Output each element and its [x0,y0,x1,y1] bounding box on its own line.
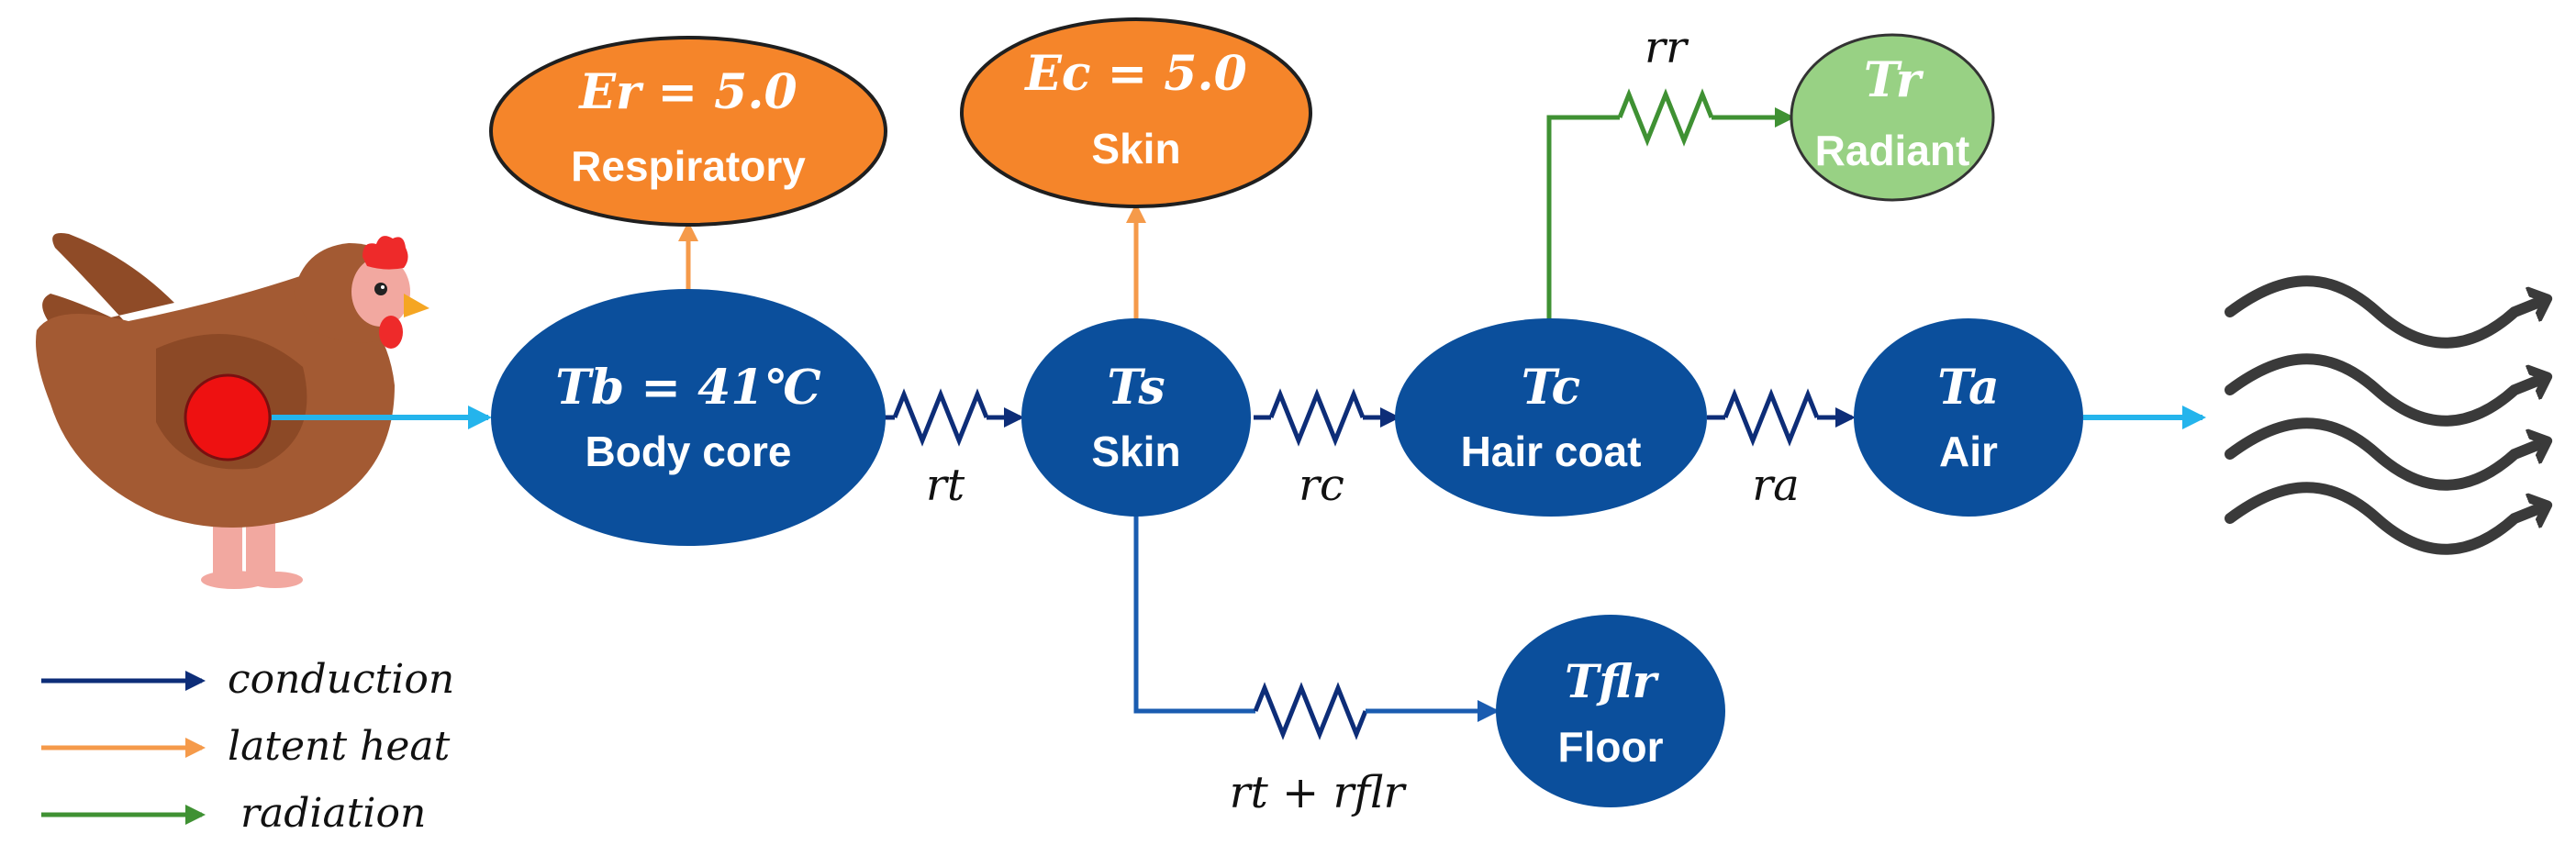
air-resistance-link [1707,388,1856,447]
respiratory-label: Respiratory [571,142,806,190]
radiant-node: Tr Radiant [1790,33,1995,202]
skin-label: Skin [1091,428,1180,475]
legend-item-latent-heat: latent heat [41,723,451,770]
body-core-node: Tb = 41℃ Body core [491,289,886,546]
legend-label-radiation: radiation [240,790,426,837]
resistor-icon [1723,388,1820,447]
hair-coat-label: Hair coat [1461,428,1642,475]
legend-item-conduction: conduction [41,656,454,703]
hair-coat-node: Tc Hair coat [1395,318,1707,517]
legend-label-conduction: conduction [228,656,454,703]
chicken-icon [36,233,429,589]
body-core-label: Body core [585,428,792,475]
legend-label-latent-heat: latent heat [228,723,451,770]
respiratory-title: Er = 5.0 [577,64,797,120]
wind-waves-icon [2225,275,2537,555]
body-core-title: Tb = 41℃ [555,360,821,416]
radiant-label: Radiant [1815,127,1970,174]
tissue-resistance-label: rt [926,460,965,511]
legend: conduction latent heat radiation [41,656,454,837]
floor-node: Tflr Floor [1496,615,1725,807]
red-dot-icon [184,373,272,461]
skin-node: Ts Skin [1021,318,1251,517]
skin-title: Ts [1107,360,1165,416]
floor-resistance-link [1133,514,1500,740]
evaporative-skin-label: Skin [1091,125,1180,172]
resistor-icon [1617,88,1714,147]
evaporative-skin-node: Ec = 5.0 Skin [960,17,1312,208]
floor-resistance-label: rt + rflr [1230,767,1408,818]
hair-coat-title: Tc [1522,360,1580,416]
resistor-icon [892,388,989,447]
floor-label: Floor [1558,723,1664,771]
respiratory-node: Er = 5.0 Respiratory [489,36,887,227]
resistor-icon [1268,388,1366,447]
legend-item-radiation: radiation [41,790,426,837]
air-node: Ta Air [1854,318,2083,517]
coat-resistance-label: rc [1299,460,1344,511]
radiation-resistance-label: rr [1645,22,1689,73]
air-title: Ta [1937,360,1999,416]
air-label: Air [1939,428,1998,475]
air-resistance-label: ra [1752,460,1800,511]
radiation-link [1546,88,1795,323]
radiant-title: Tr [1864,52,1924,108]
resistor-icon [1253,682,1368,740]
evaporative-skin-title: Ec = 5.0 [1023,46,1247,102]
coat-resistance-link [1254,388,1400,447]
floor-title: Tflr [1565,654,1660,708]
